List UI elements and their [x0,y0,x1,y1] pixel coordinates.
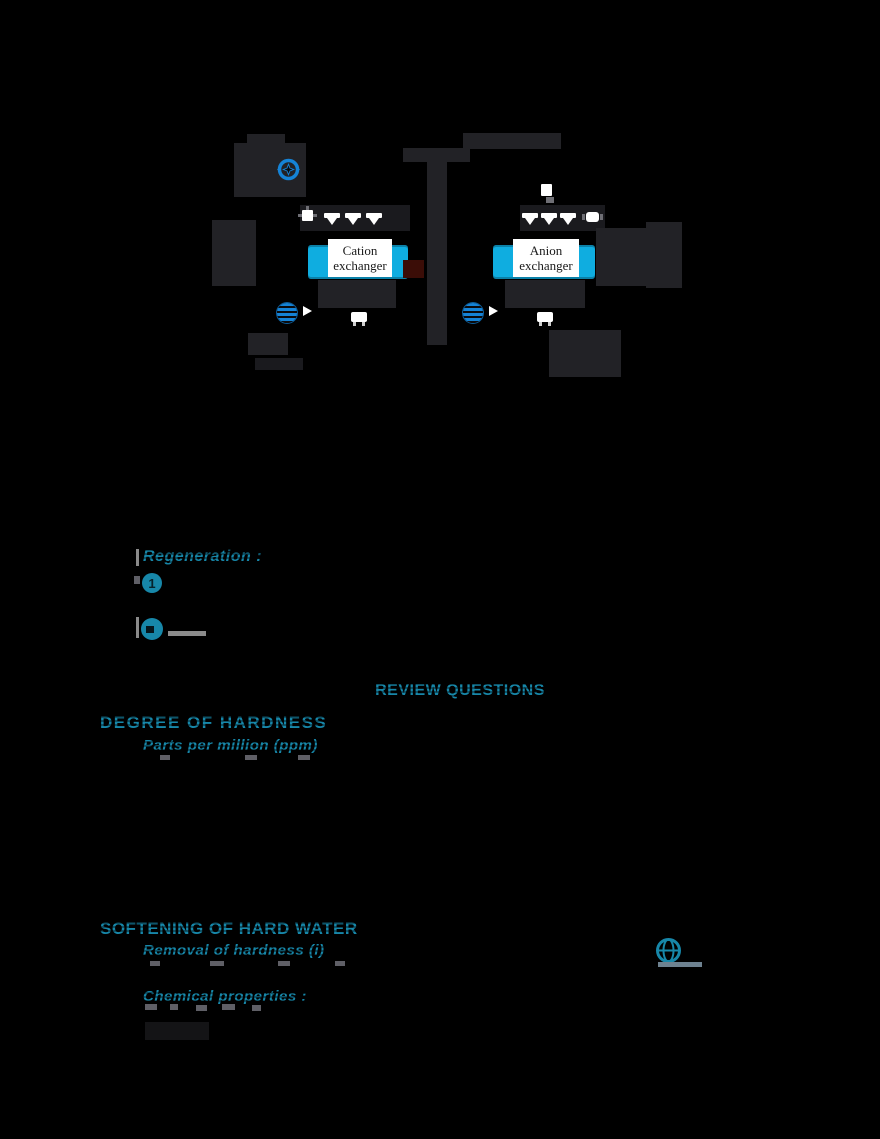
nozzle-icon [560,213,576,226]
ghost-text [222,1004,235,1010]
nozzle-icon [324,213,340,226]
ghost-text [210,961,224,966]
resin-outlet-shape [403,260,424,278]
ghost-text [134,576,140,584]
ghost-text [298,755,310,760]
globe-media-icon [656,938,681,963]
tank-shape [234,143,306,197]
ppm-subheading: Parts per million (ppm) [143,737,328,754]
softening-heading: SOFTENING OF HARD WATER [100,919,370,939]
ghost-text [245,755,257,760]
chemical-subheading-text: Chemical properties : [143,988,307,1005]
gauge-icon [586,212,599,222]
beaker-icon [350,312,368,327]
removal-subheading-text: Removal of hardness (i) [143,942,325,959]
nozzle-icon [522,213,538,226]
tank-shape [646,222,682,288]
regeneration-heading: Regeneration : [143,548,283,566]
review-questions-heading-text: REVIEW QUESTIONS [375,682,545,699]
media-caption-line [168,631,206,636]
review-questions-heading: REVIEW QUESTIONS [330,682,590,700]
gauge-tick [600,214,603,220]
ppm-subheading-text: Parts per million (ppm) [143,737,318,754]
cation-exchanger-label: Cation exchanger [328,239,392,277]
list-marker-1: 1 [142,573,162,593]
gate-valve-icon [463,303,483,323]
gauge-tick [582,214,585,220]
list-marker-1-text: 1 [148,575,156,591]
degree-of-hardness-heading-text: DEGREE OF HARDNESS [100,713,328,732]
margin-rule [136,549,139,566]
vessel-bottom [318,280,396,308]
nozzle-icon [366,213,382,226]
ghost-text [278,961,290,966]
ghost-text [252,1005,261,1011]
tank-shape [212,220,256,286]
flow-valve-icon [277,158,300,181]
fitting-tick [313,214,317,217]
anion-exchanger-label: Anion exchanger [513,239,579,277]
anion-exchanger-label-text: Anion exchanger [519,243,573,273]
pipe-shape [596,228,646,286]
nozzle-icon [345,213,361,226]
media-caption-line [658,962,702,967]
divider-column [427,148,447,345]
margin-rule [136,617,139,638]
ghost-text [170,1004,178,1010]
inlet-fitting-icon [302,210,313,221]
tank-shape [248,333,288,355]
ghost-text [196,1005,207,1011]
degree-of-hardness-heading: DEGREE OF HARDNESS [100,713,340,733]
regeneration-heading-text: Regeneration : [143,548,263,565]
softening-heading-text: SOFTENING OF HARD WATER [100,919,358,938]
removal-subheading: Removal of hardness (i) [143,942,328,959]
ghost-text [335,961,345,966]
ghost-text [160,755,170,760]
media-icon-slot [146,626,154,633]
flow-arrow-icon [489,306,498,316]
cation-exchanger-label-text: Cation exchanger [333,243,387,273]
inlet-fitting-icon [541,184,552,196]
beaker-icon [536,312,554,327]
ghost-paragraph [145,1022,209,1040]
nozzle-icon [541,213,557,226]
caption-shape [255,358,303,370]
fitting-tick [298,214,302,217]
gate-valve-icon [277,303,297,323]
tank-shape [549,330,621,377]
media-icon [141,618,163,640]
ghost-text [150,961,160,966]
pipe-shape [403,148,470,162]
fitting-shadow [546,197,554,203]
flow-arrow-icon [303,306,312,316]
chemical-subheading: Chemical properties : [143,988,308,1005]
ghost-text [145,1004,157,1010]
pipe-shape [463,133,561,149]
fitting-tick [306,206,309,210]
vessel-bottom [505,280,585,308]
